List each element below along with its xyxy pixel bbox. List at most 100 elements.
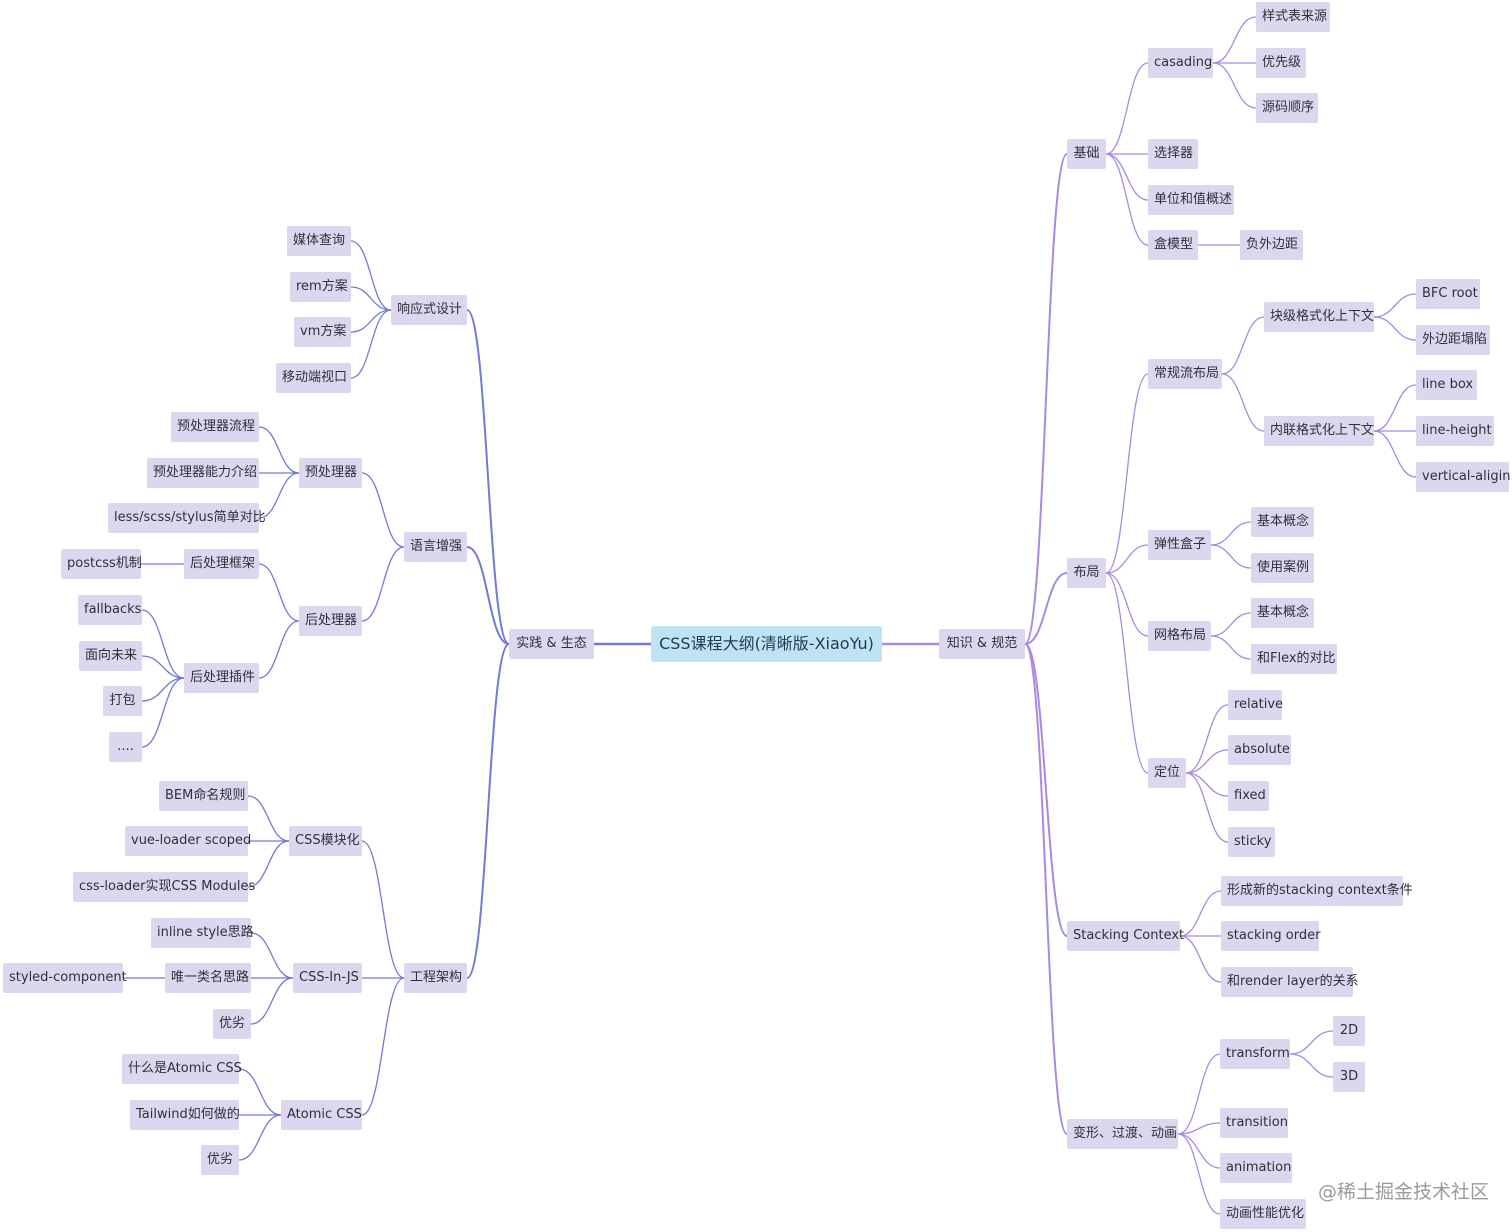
vertical-align-node[interactable]: vertical-aligin — [1416, 462, 1510, 492]
connector-r-38 — [1177, 1133, 1221, 1215]
connector-r-1 — [1024, 153, 1068, 645]
flex-basic-concept-node[interactable]: 基本概念 — [1251, 507, 1314, 537]
media-query-node[interactable]: 媒体查询 — [287, 226, 351, 256]
stylesheet-origin-node[interactable]: 样式表来源 — [1256, 2, 1330, 32]
preprocessor-node[interactable]: 预处理器 — [299, 458, 362, 488]
connector-r-30 — [1185, 772, 1229, 797]
css-in-js-node[interactable]: CSS-In-JS — [293, 963, 362, 993]
box-model-node[interactable]: 盒模型 — [1148, 230, 1198, 260]
line-box-node[interactable]: line box — [1416, 370, 1477, 400]
knowledge-spec-node[interactable]: 知识 & 规范 — [939, 629, 1025, 659]
css-modularization-node[interactable]: CSS模块化 — [289, 826, 362, 856]
postprocessor-node[interactable]: 后处理器 — [299, 606, 362, 636]
vm-scheme-node[interactable]: vm方案 — [294, 317, 351, 347]
render-layer-relation-node[interactable]: 和render layer的关系 — [1221, 967, 1359, 997]
connector-l-2 — [466, 546, 510, 645]
relative-node[interactable]: relative — [1228, 690, 1283, 720]
css-loader-modules-node[interactable]: css-loader实现CSS Modules — [73, 872, 255, 902]
root-node[interactable]: CSS课程大纲(清晰版-XiaoYu) — [651, 626, 882, 662]
css-in-js-pros-cons-node[interactable]: 优劣 — [213, 1009, 251, 1039]
absolute-node[interactable]: absolute — [1228, 735, 1291, 765]
sticky-node[interactable]: sticky — [1228, 827, 1275, 857]
connector-r-5 — [1105, 62, 1149, 155]
margin-collapse-node[interactable]: 外边距塌陷 — [1416, 325, 1490, 355]
connector-r-11 — [1212, 62, 1257, 109]
mobile-viewport-node[interactable]: 移动端视口 — [276, 363, 351, 393]
responsive-design-node[interactable]: 响应式设计 — [391, 295, 467, 325]
language-enhancement-node[interactable]: 语言增强 — [404, 532, 467, 562]
vue-loader-scoped-node[interactable]: vue-loader scoped — [125, 826, 251, 856]
layout-node[interactable]: 布局 — [1067, 558, 1106, 588]
connector-r-9 — [1212, 16, 1257, 64]
basics-node[interactable]: 基础 — [1067, 139, 1106, 169]
more-plugins-node[interactable]: .... — [109, 732, 142, 762]
connector-r-13 — [1105, 373, 1149, 574]
inline-style-idea-node[interactable]: inline style思路 — [151, 918, 254, 948]
block-formatting-context-node[interactable]: 块级格式化上下文 — [1264, 302, 1374, 332]
connector-r-39 — [1289, 1030, 1334, 1055]
connector-l-12 — [258, 472, 300, 519]
connector-l-1 — [466, 309, 510, 645]
line-height-node[interactable]: line-height — [1416, 416, 1494, 446]
connector-r-14 — [1105, 544, 1149, 574]
flex-use-case-node[interactable]: 使用案例 — [1251, 553, 1314, 583]
selector-node[interactable]: 选择器 — [1148, 139, 1198, 169]
fallbacks-node[interactable]: fallbacks — [78, 595, 142, 625]
postprocess-plugin-node[interactable]: 后处理插件 — [184, 663, 259, 693]
transform-transition-animation-node[interactable]: 变形、过渡、动画 — [1067, 1119, 1178, 1149]
grid-basic-concept-node[interactable]: 基本概念 — [1251, 598, 1314, 628]
negative-margin-node[interactable]: 负外边距 — [1240, 230, 1303, 260]
connector-r-20 — [1373, 316, 1417, 341]
bfc-root-node[interactable]: BFC root — [1416, 279, 1480, 309]
animation-performance-node[interactable]: 动画性能优化 — [1220, 1199, 1306, 1229]
transform-3d-node[interactable]: 3D — [1333, 1062, 1365, 1092]
fixed-node[interactable]: fixed — [1228, 781, 1269, 811]
compare-with-flex-node[interactable]: 和Flex的对比 — [1251, 644, 1337, 674]
bundling-node[interactable]: 打包 — [103, 686, 142, 716]
bem-naming-node[interactable]: BEM命名规则 — [159, 781, 248, 811]
future-facing-node[interactable]: 面向未来 — [79, 641, 142, 671]
rem-scheme-node[interactable]: rem方案 — [290, 272, 351, 302]
atomic-css-node[interactable]: Atomic CSS — [281, 1100, 362, 1130]
unique-classname-idea-node[interactable]: 唯一类名思路 — [165, 963, 251, 993]
priority-node[interactable]: 优先级 — [1256, 48, 1306, 78]
units-values-node[interactable]: 单位和值概述 — [1148, 185, 1234, 215]
connector-r-25 — [1210, 544, 1252, 569]
postprocess-framework-node[interactable]: 后处理框架 — [184, 549, 259, 579]
positioning-node[interactable]: 定位 — [1148, 758, 1186, 788]
preprocessor-flow-node[interactable]: 预处理器流程 — [171, 412, 259, 442]
styled-component-node[interactable]: styled-component — [3, 963, 127, 993]
watermark: @稀土掘金技术社区 — [1318, 1181, 1490, 1203]
source-order-node[interactable]: 源码顺序 — [1256, 93, 1318, 123]
stacking-context-node[interactable]: Stacking Context — [1067, 921, 1184, 951]
new-stacking-context-conditions-node[interactable]: 形成新的stacking context条件 — [1221, 876, 1413, 906]
postcss-mechanism-node[interactable]: postcss机制 — [61, 549, 142, 579]
tailwind-how-node[interactable]: Tailwind如何做的 — [130, 1100, 240, 1130]
inline-formatting-context-node[interactable]: 内联格式化上下文 — [1264, 416, 1374, 446]
atomic-pros-cons-node[interactable]: 优劣 — [201, 1145, 239, 1175]
practice-ecosystem-node[interactable]: 实践 & 生态 — [509, 629, 594, 659]
less-scss-stylus-compare-node[interactable]: less/scss/stylus简单对比 — [108, 503, 266, 533]
normal-flow-node[interactable]: 常规流布局 — [1148, 359, 1222, 389]
connector-l-14 — [258, 620, 300, 679]
connector-l-4 — [350, 240, 392, 311]
flexbox-node[interactable]: 弹性盒子 — [1148, 530, 1211, 560]
cascading-node[interactable]: casading — [1148, 48, 1213, 78]
animation-node[interactable]: animation — [1220, 1153, 1292, 1183]
connector-l-5 — [350, 286, 392, 311]
transform-2d-node[interactable]: 2D — [1333, 1016, 1365, 1046]
preprocessor-capability-node[interactable]: 预处理器能力介绍 — [147, 458, 259, 488]
connector-r-35 — [1177, 1053, 1221, 1135]
connector-l-30 — [238, 1068, 282, 1116]
connector-r-28 — [1185, 704, 1229, 774]
transition-node[interactable]: transition — [1220, 1108, 1288, 1138]
transform-node[interactable]: transform — [1220, 1039, 1290, 1069]
connector-l-16 — [141, 609, 185, 679]
connector-r-37 — [1177, 1133, 1221, 1169]
grid-layout-node[interactable]: 网格布局 — [1148, 621, 1211, 651]
what-is-atomic-css-node[interactable]: 什么是Atomic CSS — [122, 1054, 242, 1084]
engineering-architecture-node[interactable]: 工程架构 — [404, 963, 467, 993]
connector-r-40 — [1289, 1053, 1334, 1078]
stacking-order-node[interactable]: stacking order — [1221, 921, 1320, 951]
